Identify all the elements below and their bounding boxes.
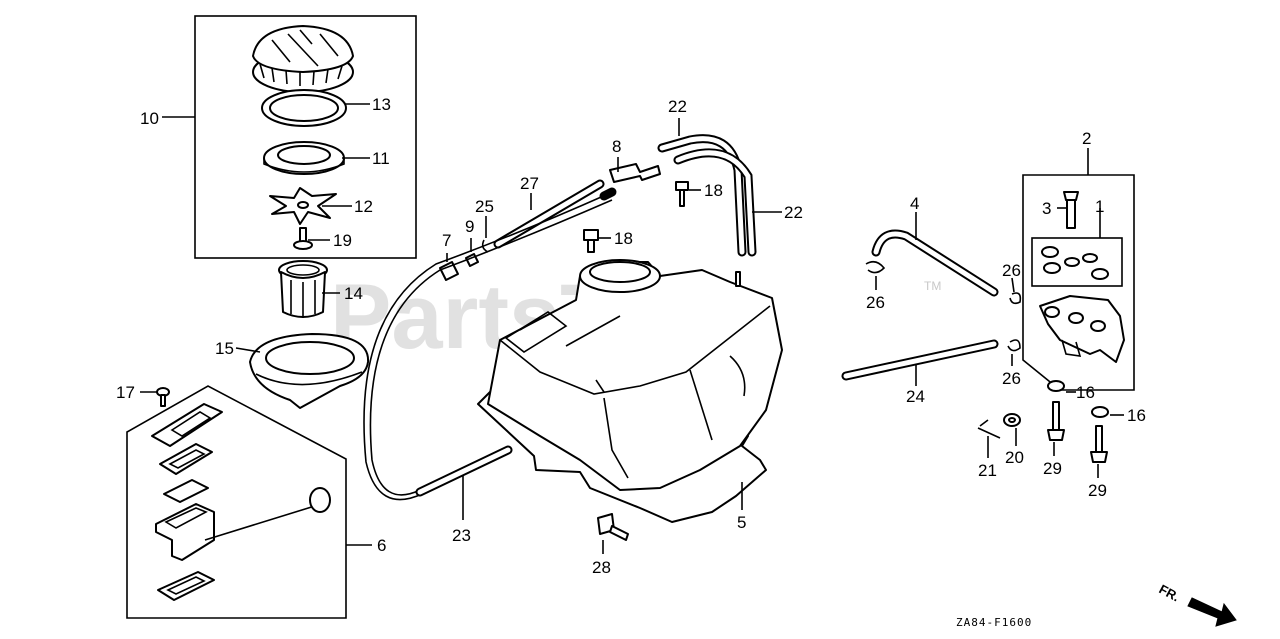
part-fuel-line-23[interactable] <box>363 193 613 501</box>
callout-15[interactable]: 15 <box>215 339 234 358</box>
part-bolt-18a[interactable] <box>675 181 689 207</box>
part-gauge-packing[interactable] <box>157 571 215 601</box>
part-fuel-hose-4[interactable] <box>871 229 999 297</box>
callout-8[interactable]: 8 <box>612 137 621 156</box>
callout-28[interactable]: 28 <box>592 558 611 577</box>
part-bolt-18b[interactable] <box>583 229 599 253</box>
front-label: FR. <box>1157 581 1183 604</box>
part-washer-20[interactable] <box>1003 413 1021 427</box>
part-bolt-29a[interactable] <box>1047 401 1065 441</box>
callout-18a[interactable]: 18 <box>704 181 723 200</box>
callout-2[interactable]: 2 <box>1082 129 1091 148</box>
callout-17[interactable]: 17 <box>116 383 135 402</box>
callout-1[interactable]: 1 <box>1095 197 1104 216</box>
part-pin-21[interactable] <box>977 419 1001 439</box>
callout-14[interactable]: 14 <box>344 284 363 303</box>
callout-5[interactable]: 5 <box>737 513 746 532</box>
part-gauge-window[interactable] <box>159 443 213 475</box>
callout-24[interactable]: 24 <box>906 387 925 406</box>
part-ring-11[interactable] <box>263 141 345 175</box>
front-arrow-icon <box>1187 597 1237 627</box>
callout-12[interactable]: 12 <box>354 197 373 216</box>
callout-29b[interactable]: 29 <box>1088 481 1107 500</box>
part-star-plate-12[interactable] <box>269 187 337 225</box>
gauge-assembly-frame <box>126 385 347 619</box>
callout-11[interactable]: 11 <box>372 149 390 168</box>
part-seal-kit-1[interactable] <box>1041 246 1109 280</box>
part-screw-3[interactable] <box>1063 191 1079 229</box>
diagram-code: ZA84-F1600 <box>956 616 1032 629</box>
callout-3[interactable]: 3 <box>1042 199 1051 218</box>
fuel-cock-frame <box>1022 174 1135 391</box>
part-strainer-14[interactable] <box>278 260 328 318</box>
callout-6[interactable]: 6 <box>377 536 386 555</box>
callout-26c[interactable]: 26 <box>1002 369 1021 388</box>
part-screw-17[interactable] <box>156 387 170 407</box>
callout-25[interactable]: 25 <box>475 197 494 216</box>
part-gauge-cover[interactable] <box>151 403 223 447</box>
part-cushion-15[interactable] <box>249 333 370 409</box>
part-gauge-body[interactable] <box>155 487 331 561</box>
fuel-cock-seal-frame <box>1031 237 1123 287</box>
part-clip-26c[interactable] <box>1007 339 1021 352</box>
callout-26b[interactable]: 26 <box>1002 261 1021 280</box>
callout-10[interactable]: 10 <box>140 109 159 128</box>
callout-22b[interactable]: 22 <box>784 203 803 222</box>
part-joint-8[interactable] <box>609 163 661 183</box>
leader-lines <box>140 103 1124 554</box>
cap-assembly-frame <box>194 15 417 259</box>
part-hose-24[interactable] <box>841 339 999 381</box>
part-clip-26a[interactable] <box>865 260 886 274</box>
callout-23[interactable]: 23 <box>452 526 471 545</box>
watermark-tm: TM <box>924 279 941 293</box>
callout-9[interactable]: 9 <box>465 217 474 236</box>
part-fuel-cock-body[interactable] <box>1039 295 1125 363</box>
callout-20[interactable]: 20 <box>1005 448 1024 467</box>
callout-21[interactable]: 21 <box>978 461 997 480</box>
callout-26a[interactable]: 26 <box>866 293 885 312</box>
callout-16b[interactable]: 16 <box>1127 406 1146 425</box>
callout-27[interactable]: 27 <box>520 174 539 193</box>
callout-4[interactable]: 4 <box>910 194 919 213</box>
part-gauge-gasket[interactable] <box>163 479 209 503</box>
callout-18b[interactable]: 18 <box>614 229 633 248</box>
front-direction-indicator: FR. <box>1157 581 1237 627</box>
callout-22a[interactable]: 22 <box>668 97 687 116</box>
part-gasket-13[interactable] <box>261 89 347 127</box>
part-clip-26b[interactable] <box>1009 292 1022 305</box>
callout-19[interactable]: 19 <box>333 231 352 250</box>
part-cap-7[interactable] <box>439 261 459 281</box>
callout-13[interactable]: 13 <box>372 95 391 114</box>
callout-labels: 10 13 11 12 19 14 15 17 6 7 9 25 27 8 22… <box>116 95 1146 577</box>
part-bolt-29b[interactable] <box>1090 425 1108 463</box>
callout-29a[interactable]: 29 <box>1043 459 1062 478</box>
part-screw-19[interactable] <box>293 227 313 250</box>
callout-7[interactable]: 7 <box>442 231 451 250</box>
part-washer-16b[interactable] <box>1091 406 1109 418</box>
part-fuel-tank-5[interactable] <box>477 259 783 523</box>
part-bolt-28[interactable] <box>597 513 629 541</box>
part-fuel-cap[interactable] <box>252 25 354 93</box>
callout-16a[interactable]: 16 <box>1076 383 1095 402</box>
part-tube-22[interactable] <box>657 134 757 257</box>
part-washer-16a[interactable] <box>1047 380 1065 392</box>
